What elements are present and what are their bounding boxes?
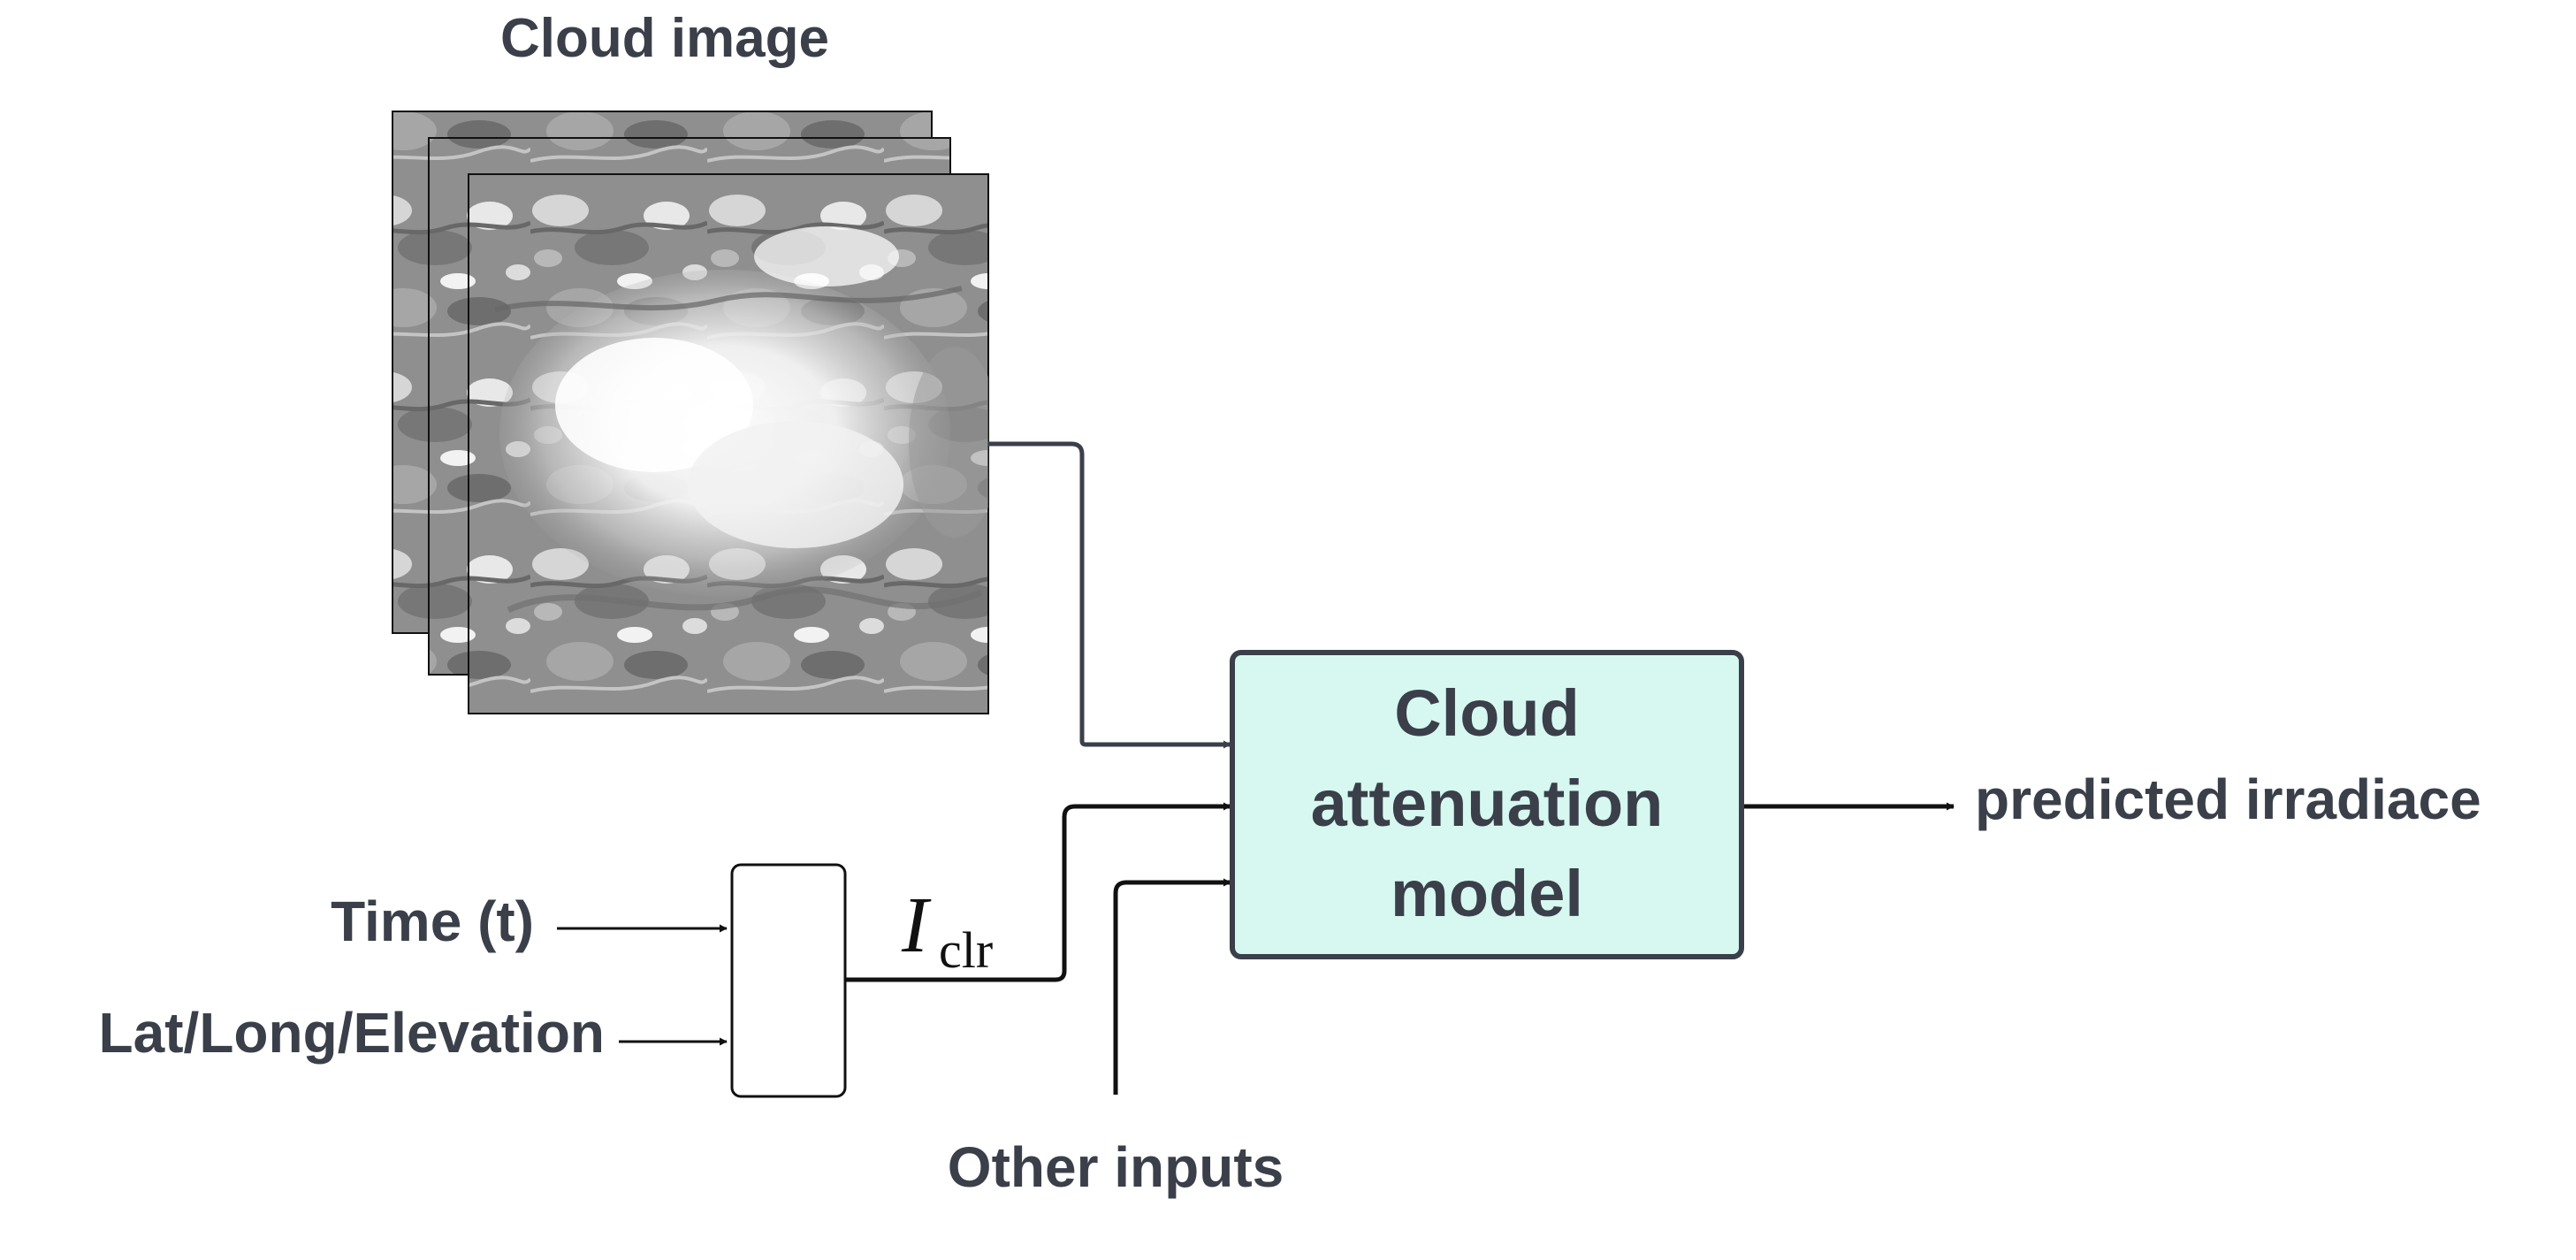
- other-inputs-label: Other inputs: [948, 1135, 1284, 1199]
- model-label-line-2: attenuation: [1311, 767, 1664, 840]
- cloud-image-label: Cloud image: [500, 8, 829, 69]
- cloud-image-arrow: [988, 441, 1231, 749]
- time-label: Time (t): [331, 890, 534, 953]
- model-label-line-1: Cloud: [1394, 676, 1580, 750]
- model-label-line-3: model: [1391, 857, 1583, 930]
- cloud-frame-front: [468, 173, 989, 714]
- location-label: Lat/Long/Elevation: [99, 1001, 605, 1065]
- other-inputs-arrow: [1113, 878, 1231, 1095]
- cloud-image-stack: [392, 111, 989, 714]
- clear-sky-symbol: I clr: [901, 882, 993, 979]
- cloud-attenuation-model-box: [1230, 650, 1744, 959]
- clear-sky-arrow: [845, 802, 1231, 982]
- output-label: predicted irradiace: [1975, 767, 2481, 831]
- clear-sky-subscript: clr: [939, 921, 993, 979]
- clear-sky-model-box: [730, 863, 847, 1098]
- clear-sky-main-symbol: I: [901, 882, 932, 969]
